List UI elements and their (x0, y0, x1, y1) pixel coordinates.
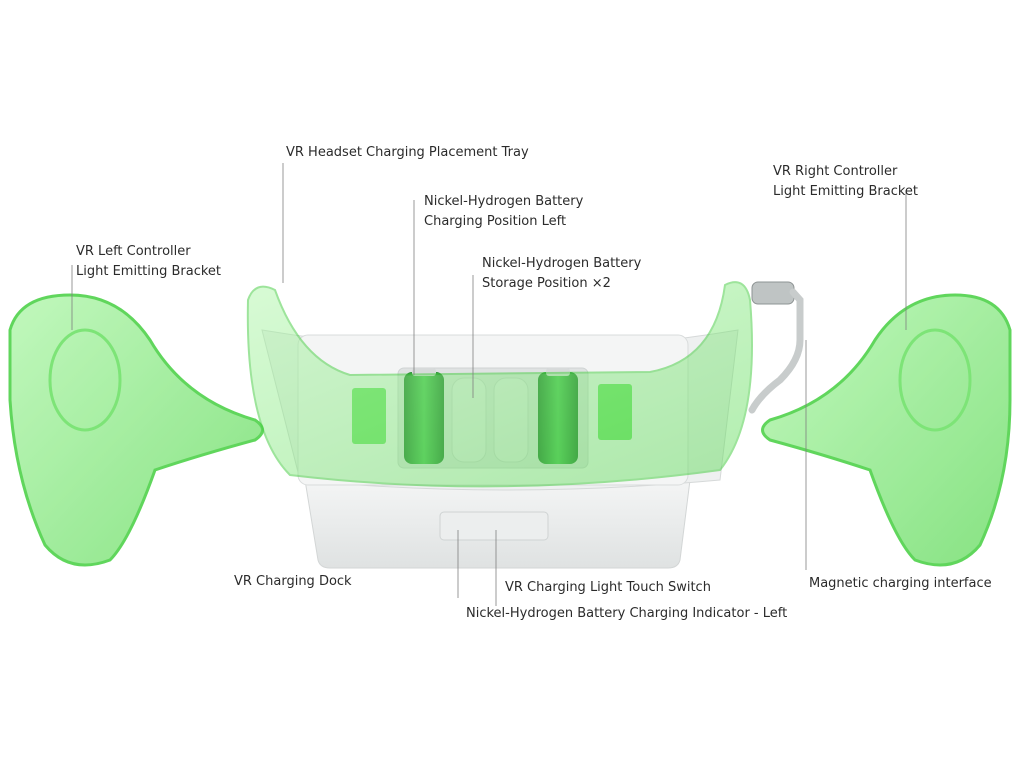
battery-charging-left-label: Nickel-Hydrogen Battery Charging Positio… (424, 192, 583, 232)
magnetic-interface-label: Magnetic charging interface (809, 574, 992, 594)
headset-tray-text: VR Headset Charging Placement Tray (286, 143, 529, 163)
charging-indicator-label: Nickel-Hydrogen Battery Charging Indicat… (466, 604, 787, 624)
left-controller-bracket (10, 295, 263, 565)
battery-storage-text-1: Nickel-Hydrogen Battery (482, 254, 641, 274)
left-bracket-text-2: Light Emitting Bracket (76, 262, 221, 282)
charging-dock (305, 480, 690, 568)
dock-text: VR Charging Dock (234, 572, 352, 592)
right-bracket-text-1: VR Right Controller (773, 162, 918, 182)
headset-tray-label: VR Headset Charging Placement Tray (286, 143, 529, 163)
charging-indicator-text: Nickel-Hydrogen Battery Charging Indicat… (466, 604, 787, 624)
magnetic-interface-text: Magnetic charging interface (809, 574, 992, 594)
left-bracket-label: VR Left Controller Light Emitting Bracke… (76, 242, 221, 282)
touch-switch-label: VR Charging Light Touch Switch (505, 578, 711, 598)
battery-charging-left-text-2: Charging Position Left (424, 212, 583, 232)
headset-wrap (248, 282, 752, 486)
magnetic-cable (752, 282, 800, 410)
battery-storage-text-2: Storage Position ×2 (482, 274, 641, 294)
dock-label: VR Charging Dock (234, 572, 352, 592)
battery-storage-label: Nickel-Hydrogen Battery Storage Position… (482, 254, 641, 294)
left-bracket-text-1: VR Left Controller (76, 242, 221, 262)
battery-charging-left-text-1: Nickel-Hydrogen Battery (424, 192, 583, 212)
right-bracket-text-2: Light Emitting Bracket (773, 182, 918, 202)
right-bracket-label: VR Right Controller Light Emitting Brack… (773, 162, 918, 202)
touch-switch-text: VR Charging Light Touch Switch (505, 578, 711, 598)
